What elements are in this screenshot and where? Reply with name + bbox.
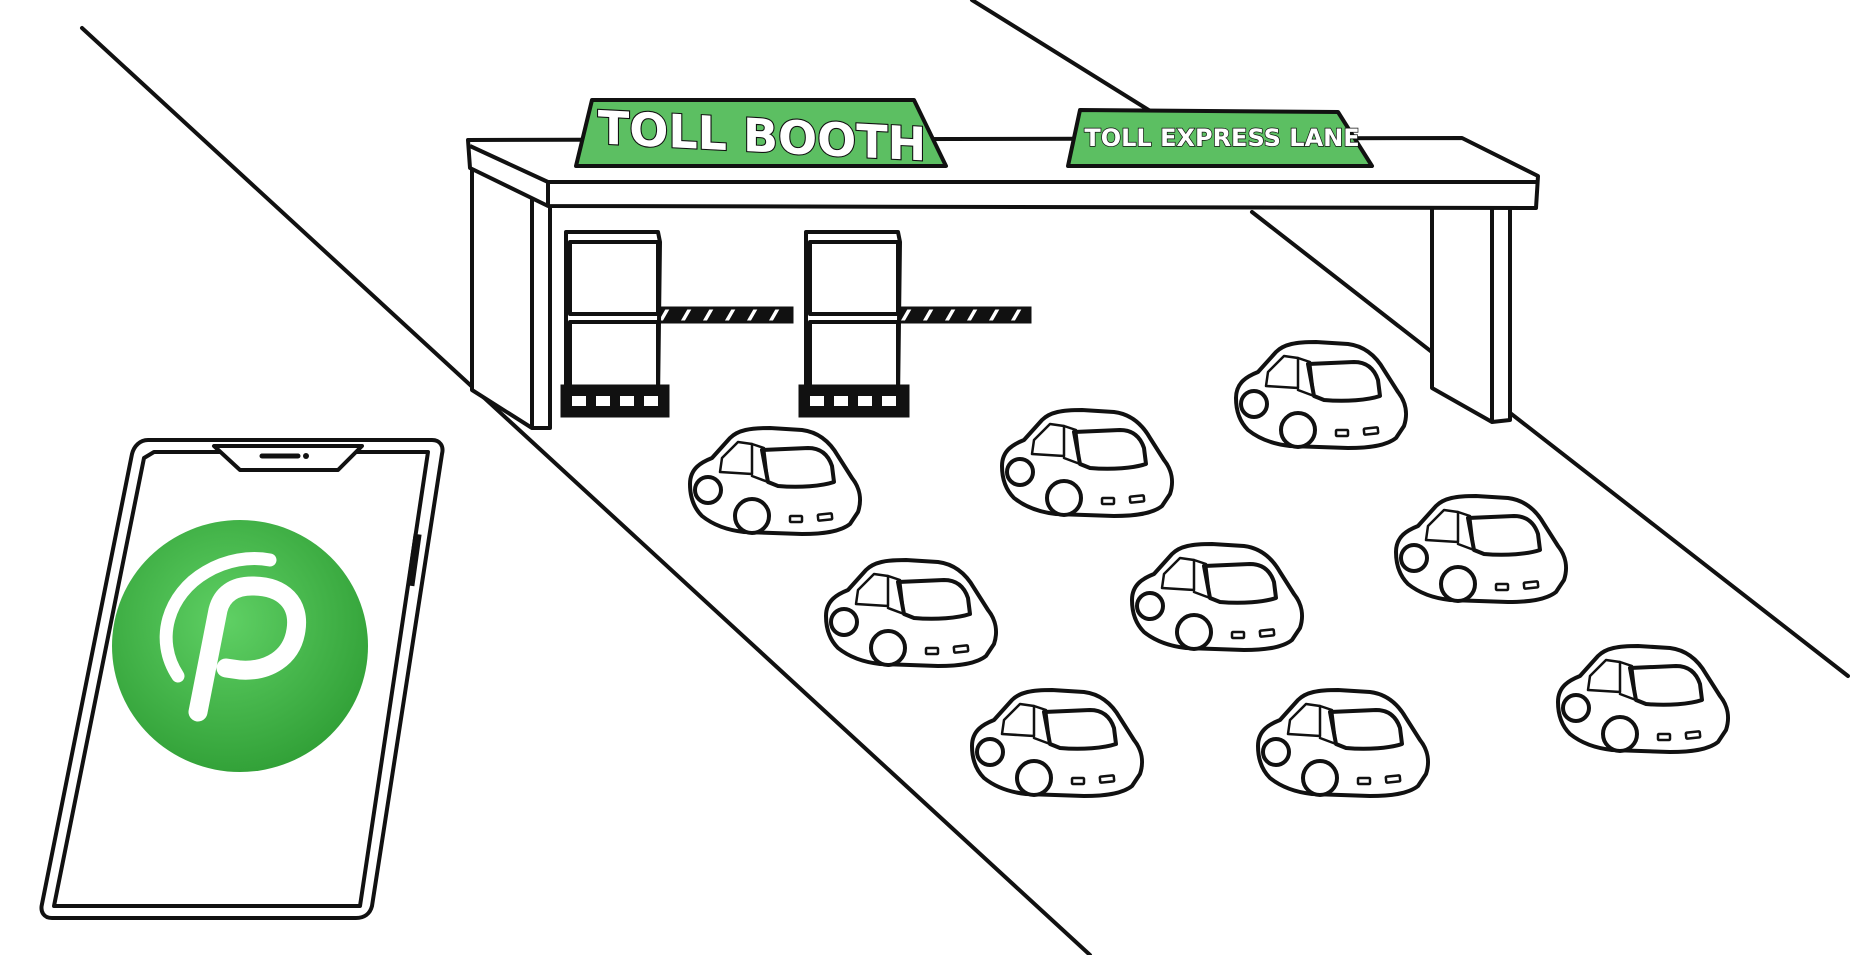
car-4 (824, 558, 998, 668)
car-6 (1394, 494, 1568, 604)
car-3 (1234, 340, 1408, 450)
car-9 (1556, 644, 1730, 754)
car-7 (970, 688, 1144, 798)
car-8 (1256, 688, 1430, 798)
toll-express-lane-sign-label: TOLL EXPRESS LANE (1084, 124, 1359, 152)
car-5 (1130, 542, 1304, 652)
toll-booth-2 (798, 230, 1032, 418)
car-1 (688, 426, 862, 536)
toll-express-lane-sign: TOLL EXPRESS LANE (1066, 108, 1374, 168)
toll-booth-sign: TOLL BOOTH (574, 98, 948, 173)
car-2 (1000, 408, 1174, 518)
toll-booth-1 (560, 230, 794, 418)
toll-booth-sign-label: TOLL BOOTH (598, 100, 926, 171)
parking-p-logo-icon (112, 520, 368, 772)
